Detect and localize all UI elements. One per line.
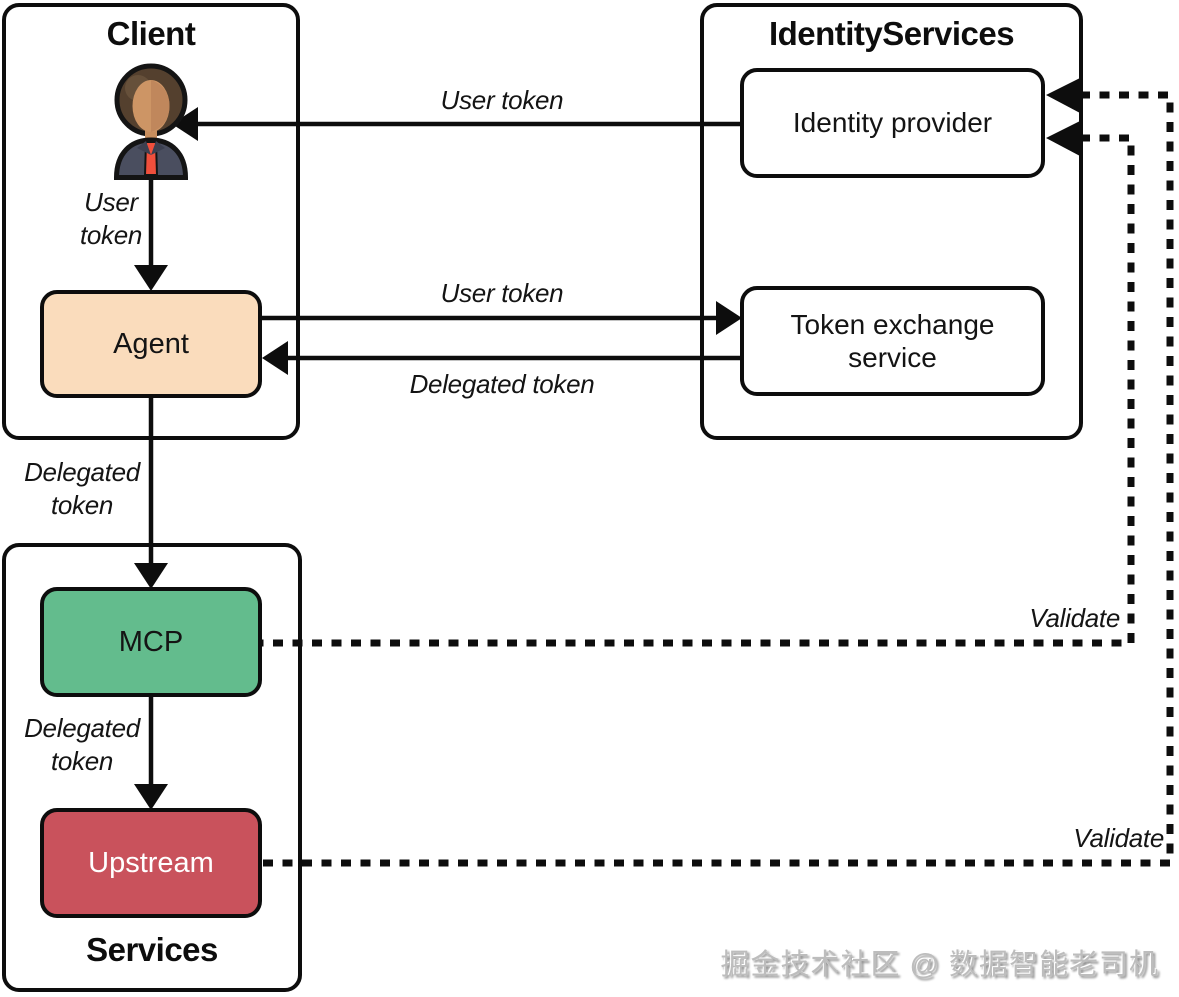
edge-label-validate-mcp: Validate: [1029, 603, 1120, 633]
node-mcp-label: MCP: [118, 625, 184, 658]
watermark-text: 掘金技术社区 @ 数据智能老司机: [720, 949, 1159, 981]
edge-label-user-token-user-to-agent: User token: [79, 187, 143, 251]
edge-label-delegated-token-exchange-to-agent: Delegated token: [409, 369, 595, 399]
client-group-title: Client: [106, 15, 196, 52]
node-mcp: MCP: [40, 587, 262, 697]
node-upstream-label: Upstream: [88, 846, 214, 879]
arrowhead-into-user-icon: [172, 107, 198, 141]
arrowhead-into-upstream-icon: [134, 784, 168, 810]
arrowhead-validate-mcp-icon: [1046, 121, 1080, 156]
edge-mcp-validate-dotted: [258, 134, 1135, 647]
arrowhead-into-token-exchange-icon: [716, 301, 742, 335]
node-upstream: Upstream: [40, 808, 262, 918]
node-token-exchange: Token exchange service: [740, 286, 1045, 396]
arrowhead-into-mcp-icon: [134, 563, 168, 589]
arrowhead-into-agent-left-icon: [262, 341, 288, 375]
user-avatar-icon: [113, 63, 189, 180]
edge-label-user-token-idp-to-user: User token: [440, 85, 564, 115]
services-group-title: Services: [86, 931, 218, 968]
node-agent-label: Agent: [113, 327, 189, 360]
node-identity-provider: Identity provider: [740, 68, 1045, 178]
node-agent: Agent: [40, 290, 262, 398]
identity-services-group-title: IdentityServices: [768, 15, 1015, 52]
edge-label-delegated-token-mcp-to-upstream: Delegated token: [24, 713, 140, 777]
edge-upstream-validate-dotted: [258, 91, 1174, 867]
arrowhead-validate-upstream-icon: [1046, 78, 1080, 113]
node-token-exchange-label: Token exchange service: [790, 308, 995, 373]
edge-label-delegated-token-agent-to-mcp: Delegated token: [24, 457, 140, 521]
edge-label-user-token-agent-to-exchange: User token: [440, 278, 564, 308]
arrowhead-into-agent-top-icon: [134, 265, 168, 291]
edge-label-validate-upstream: Validate: [1073, 823, 1164, 853]
node-identity-provider-label: Identity provider: [792, 107, 993, 139]
